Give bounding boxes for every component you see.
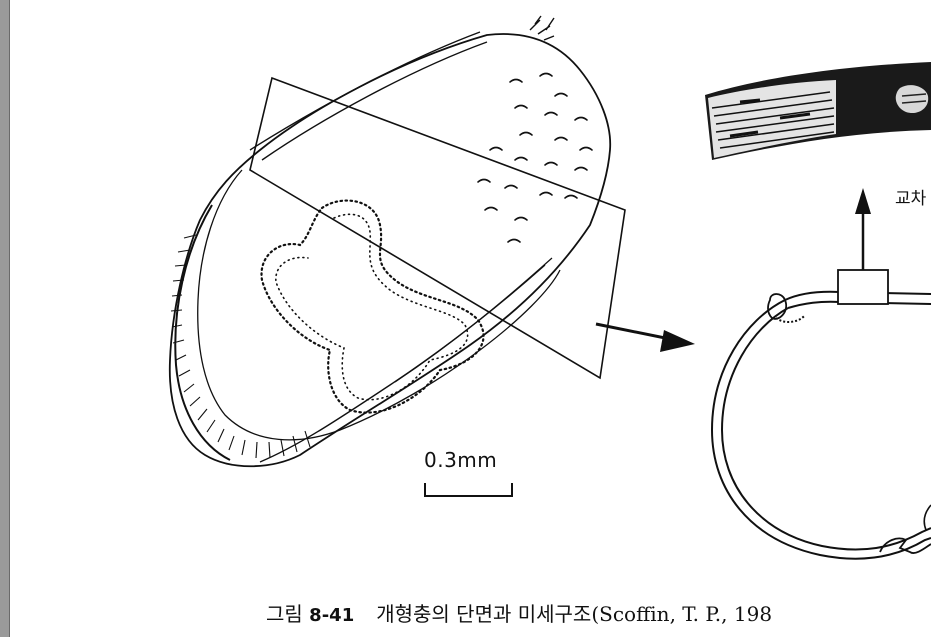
scale-bar-label: 0.3mm (424, 448, 498, 472)
caption-figure-number: 8-41 (309, 605, 355, 626)
surface-pits (477, 72, 593, 243)
cross-section-ring (710, 299, 931, 560)
detail-box (837, 269, 889, 305)
soft-body (260, 199, 485, 414)
scale-bar (424, 483, 513, 497)
page-left-edge (0, 0, 10, 637)
carapace-outline (168, 33, 612, 468)
callout-label: 교차 (895, 189, 927, 209)
caption-figure-word: 그림 (266, 602, 303, 626)
section-plane (249, 76, 626, 380)
caption-title: 개형충의 단면과 미세구조(Scoffin, T. P., 198 (376, 602, 773, 626)
hatched-rim (170, 204, 311, 461)
figure-caption: 그림 8-41 개형충의 단면과 미세구조(Scoffin, T. P., 198 (266, 598, 772, 627)
